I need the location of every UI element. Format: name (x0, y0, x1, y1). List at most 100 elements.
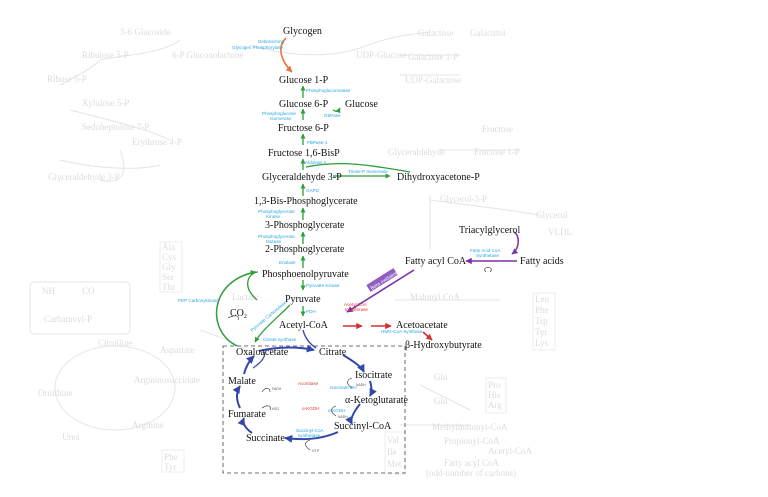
bg-label: Argininosuccinate (134, 375, 200, 385)
co2-curl (227, 315, 239, 321)
bg-label: Gly (162, 262, 176, 272)
bg-label: NH (42, 286, 55, 296)
enzyme-phosphoglucose-isomerase: Isomerase (270, 116, 292, 121)
bg-label: VLDL (548, 227, 572, 237)
enzyme-phosphoglycerate-mutase: Phosphoglycerate (258, 234, 295, 239)
metabolite-fatty-acids: Fatty acids (520, 256, 564, 267)
metabolite-fructose-6-p: Fructose 6-P (278, 123, 329, 134)
enzyme-citrate-synthase: Citrate synthase (263, 337, 297, 342)
bg-label: Ribulose 5-P (82, 50, 129, 60)
metabolite-acetoacetate: Acetoacetate (396, 320, 448, 331)
metabolite-13-bpg: 1,3-Bis-Phosphoglycerate (254, 196, 358, 207)
bg-label: Trp (535, 316, 548, 326)
metabolite-3-pg: 3-Phosphoglycerate (265, 220, 345, 231)
cofactor-label: H2O (272, 407, 279, 411)
enzyme-debranching: Debranching (258, 39, 284, 44)
bg-label: Lactate (232, 292, 258, 302)
bg-label: Ser (162, 272, 174, 282)
bg-label: Met (387, 459, 402, 469)
metabolite-2-pg: 2-Phosphoglycerate (265, 244, 345, 255)
bg-label: 3-6 Glucoside (120, 27, 171, 37)
h2o-curl (261, 405, 271, 411)
enzyme-pyruvate-kinase: Pyruvate Kinase (306, 283, 340, 288)
glycogen-breakdown-arrow (280, 37, 293, 73)
enzyme-succinyl-coa-synthetase: Succinyl-CoA (296, 428, 325, 433)
bg-label: Glycerol (536, 210, 568, 220)
enzyme-succinyl-coa-synthetase: synthetase (298, 433, 321, 438)
metabolite-oxaloacetate: Oxaloacetate (236, 347, 289, 358)
g6p-to-glucose-arrow (332, 107, 341, 114)
bg-label: Carbamoyl-P (44, 314, 92, 324)
bg-label: Fructose (482, 124, 513, 134)
bg-label: Gln (434, 396, 448, 406)
bg-label: (odd-number of carbons) (426, 468, 516, 478)
metabolite-g3p: Glyceraldehyde 3-P (262, 172, 342, 183)
metabolite-succinyl-coa: Succinyl-CoA (334, 421, 392, 432)
metabolite-glucose-1-p: Glucose 1-P (279, 75, 329, 86)
fumarase-arrow (232, 385, 241, 409)
metabolite-labels: Glycogen Glucose 1-P Glucose 6-P Glucose… (228, 26, 564, 444)
metabolite-triacylglycerol: Triacylglycerol (459, 225, 521, 236)
tca-cycle: NADH NADH GTP FADH H2O (222, 315, 406, 474)
aconitase-arrow (342, 354, 365, 373)
bg-label: His (488, 390, 501, 400)
enzyme-phosphoglycerate-kinase: Phosphoglycerate (258, 209, 295, 214)
malate-shuttle-line (252, 351, 266, 369)
enzyme-enolase: Enolase (279, 260, 296, 265)
pepck-arrow (215, 269, 257, 347)
bg-label: Sedoheptulose 7-P (82, 122, 149, 132)
enzyme-phosphoglucomutase: Phosphoglucomutase (306, 88, 351, 93)
metabolite-acetyl-coa: Acetyl-CoA (279, 320, 329, 331)
glycolysis-arrows (215, 37, 411, 347)
bg-label: Ile (387, 447, 397, 457)
enzyme-phosphoglycerate-mutase: Mutase (266, 239, 282, 244)
metabolite-akg: α-Ketoglutarate (345, 395, 409, 406)
lipolysis-arrow (511, 231, 519, 255)
bg-label: Malonyl CoA (410, 292, 460, 302)
metabolite-succinate: Succinate (246, 433, 285, 444)
bg-label: Lys (535, 338, 549, 348)
bg-label: Xylulose 5-P (82, 98, 129, 108)
bg-label: Val (387, 435, 399, 445)
bg-label: Ribose 5-P (47, 74, 87, 84)
bg-label: UDP-Galactose (405, 75, 461, 85)
cofactor-label: GTP (312, 449, 320, 453)
enzyme-g6pase: G6Pase (324, 113, 341, 118)
cofactor-label: NADH (338, 415, 348, 419)
bg-label: Phe (164, 452, 178, 462)
cofactor-label: FADH (272, 387, 282, 391)
enzyme-glycogen-phosphorylase: Glycogen Phosphorylase (232, 45, 284, 50)
enzyme-labels: Debranching Glycogen Phosphorylase Phosp… (178, 39, 501, 438)
nadh-curl (347, 377, 353, 389)
bg-label: Cys (162, 252, 177, 262)
bg-label: Tyr (164, 462, 176, 472)
bg-label: Tyr (535, 327, 547, 337)
bg-label: Methylmalonyl-CoA (432, 422, 508, 432)
enzyme-triose-p-isomerase: Triose-P Isomerase (348, 169, 388, 174)
metabolite-malate: Malate (228, 376, 256, 387)
enzyme-aconitase: Aconitase (298, 381, 319, 386)
enzyme-fatty-acid-coa-synthetase: Synthetase (476, 253, 499, 258)
succinyl-coa-synthetase-arrow (284, 431, 339, 443)
bg-label: Acetyl-CoA (488, 446, 532, 456)
bg-label: Ala (162, 242, 175, 252)
enzyme-acetyl-coa-transferase: Acetyl CoA (344, 302, 368, 307)
enzyme-fbpase: FBPase-1 (307, 140, 328, 145)
akg-dh-arrow (345, 403, 361, 425)
citrate-synthase-arrow (258, 344, 315, 353)
metabolite-hydroxybutyrate: β-Hydroxybutyrate (405, 340, 482, 351)
enzyme-phosphoglycerate-kinase: Kinase (266, 214, 280, 219)
fatty-acid-arrows (346, 231, 519, 313)
enzyme-pep-carboxykinase: PEP Carboxykinase (178, 298, 219, 303)
nadh-curl (331, 405, 337, 417)
ketogenesis-arrows (343, 322, 433, 341)
enzyme-pdh: PDH (306, 309, 316, 314)
bg-label: Glycerol-3-P (440, 194, 487, 204)
acetyl-coa-input (302, 329, 317, 349)
metabolite-isocitrate: Isocitrate (355, 370, 393, 381)
metabolite-glycogen: Glycogen (283, 26, 322, 37)
malate-dh-arrow (243, 355, 255, 375)
metabolite-pep: Phosphoenolpyruvate (262, 269, 349, 280)
bg-label: Galactitol (470, 28, 506, 38)
